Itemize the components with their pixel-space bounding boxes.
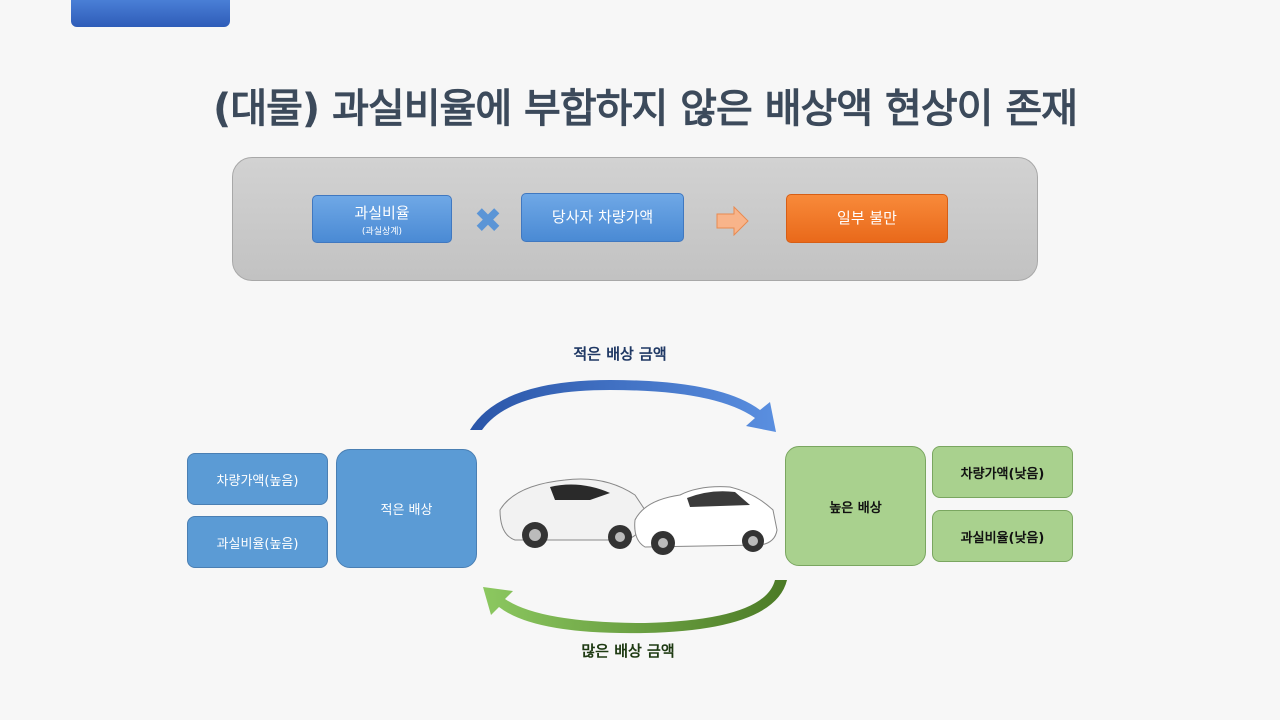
left-factor-label: 차량가액(높음) — [216, 473, 299, 489]
result-pill: 일부 불만 — [786, 194, 948, 243]
right-outcome-box: 높은 배상 — [785, 446, 926, 566]
left-factor-vehicle-value: 차량가액(높음) — [187, 453, 328, 505]
header-accent-tab — [71, 0, 230, 27]
right-factor-fault-ratio: 과실비율(낮음) — [932, 510, 1073, 562]
top-arc-label: 적은 배상 금액 — [573, 345, 667, 363]
right-factor-vehicle-value: 차량가액(낮음) — [932, 446, 1073, 498]
top-arc-arrow — [470, 380, 776, 432]
fault-ratio-sublabel: (과실상계) — [361, 227, 403, 237]
result-label: 일부 불만 — [837, 209, 897, 227]
vehicle-value-label: 당사자 차량가액 — [551, 208, 654, 226]
car-collision-image — [499, 478, 778, 555]
right-outcome-label: 높은 배상 — [829, 500, 882, 516]
page-title: (대물) 과실비율에 부합하지 않은 배상액 현상이 존재 — [213, 86, 1078, 132]
fault-ratio-label: 과실비율 — [354, 204, 410, 222]
arrow-right-icon — [716, 206, 749, 236]
left-factor-label: 과실비율(높음) — [216, 536, 299, 552]
bottom-arc-arrow — [483, 580, 787, 634]
right-factor-label: 과실비율(낮음) — [960, 530, 1045, 546]
multiply-icon: ✖ — [473, 201, 503, 241]
right-factor-label: 차량가액(낮음) — [960, 466, 1045, 482]
bottom-arc-label: 많은 배상 금액 — [581, 642, 675, 660]
left-outcome-label: 적은 배상 — [380, 503, 433, 518]
fault-ratio-pill: 과실비율 (과실상계) — [312, 195, 452, 243]
vehicle-value-pill: 당사자 차량가액 — [521, 193, 684, 242]
left-outcome-box: 적은 배상 — [336, 449, 477, 568]
left-factor-fault-ratio: 과실비율(높음) — [187, 516, 328, 568]
